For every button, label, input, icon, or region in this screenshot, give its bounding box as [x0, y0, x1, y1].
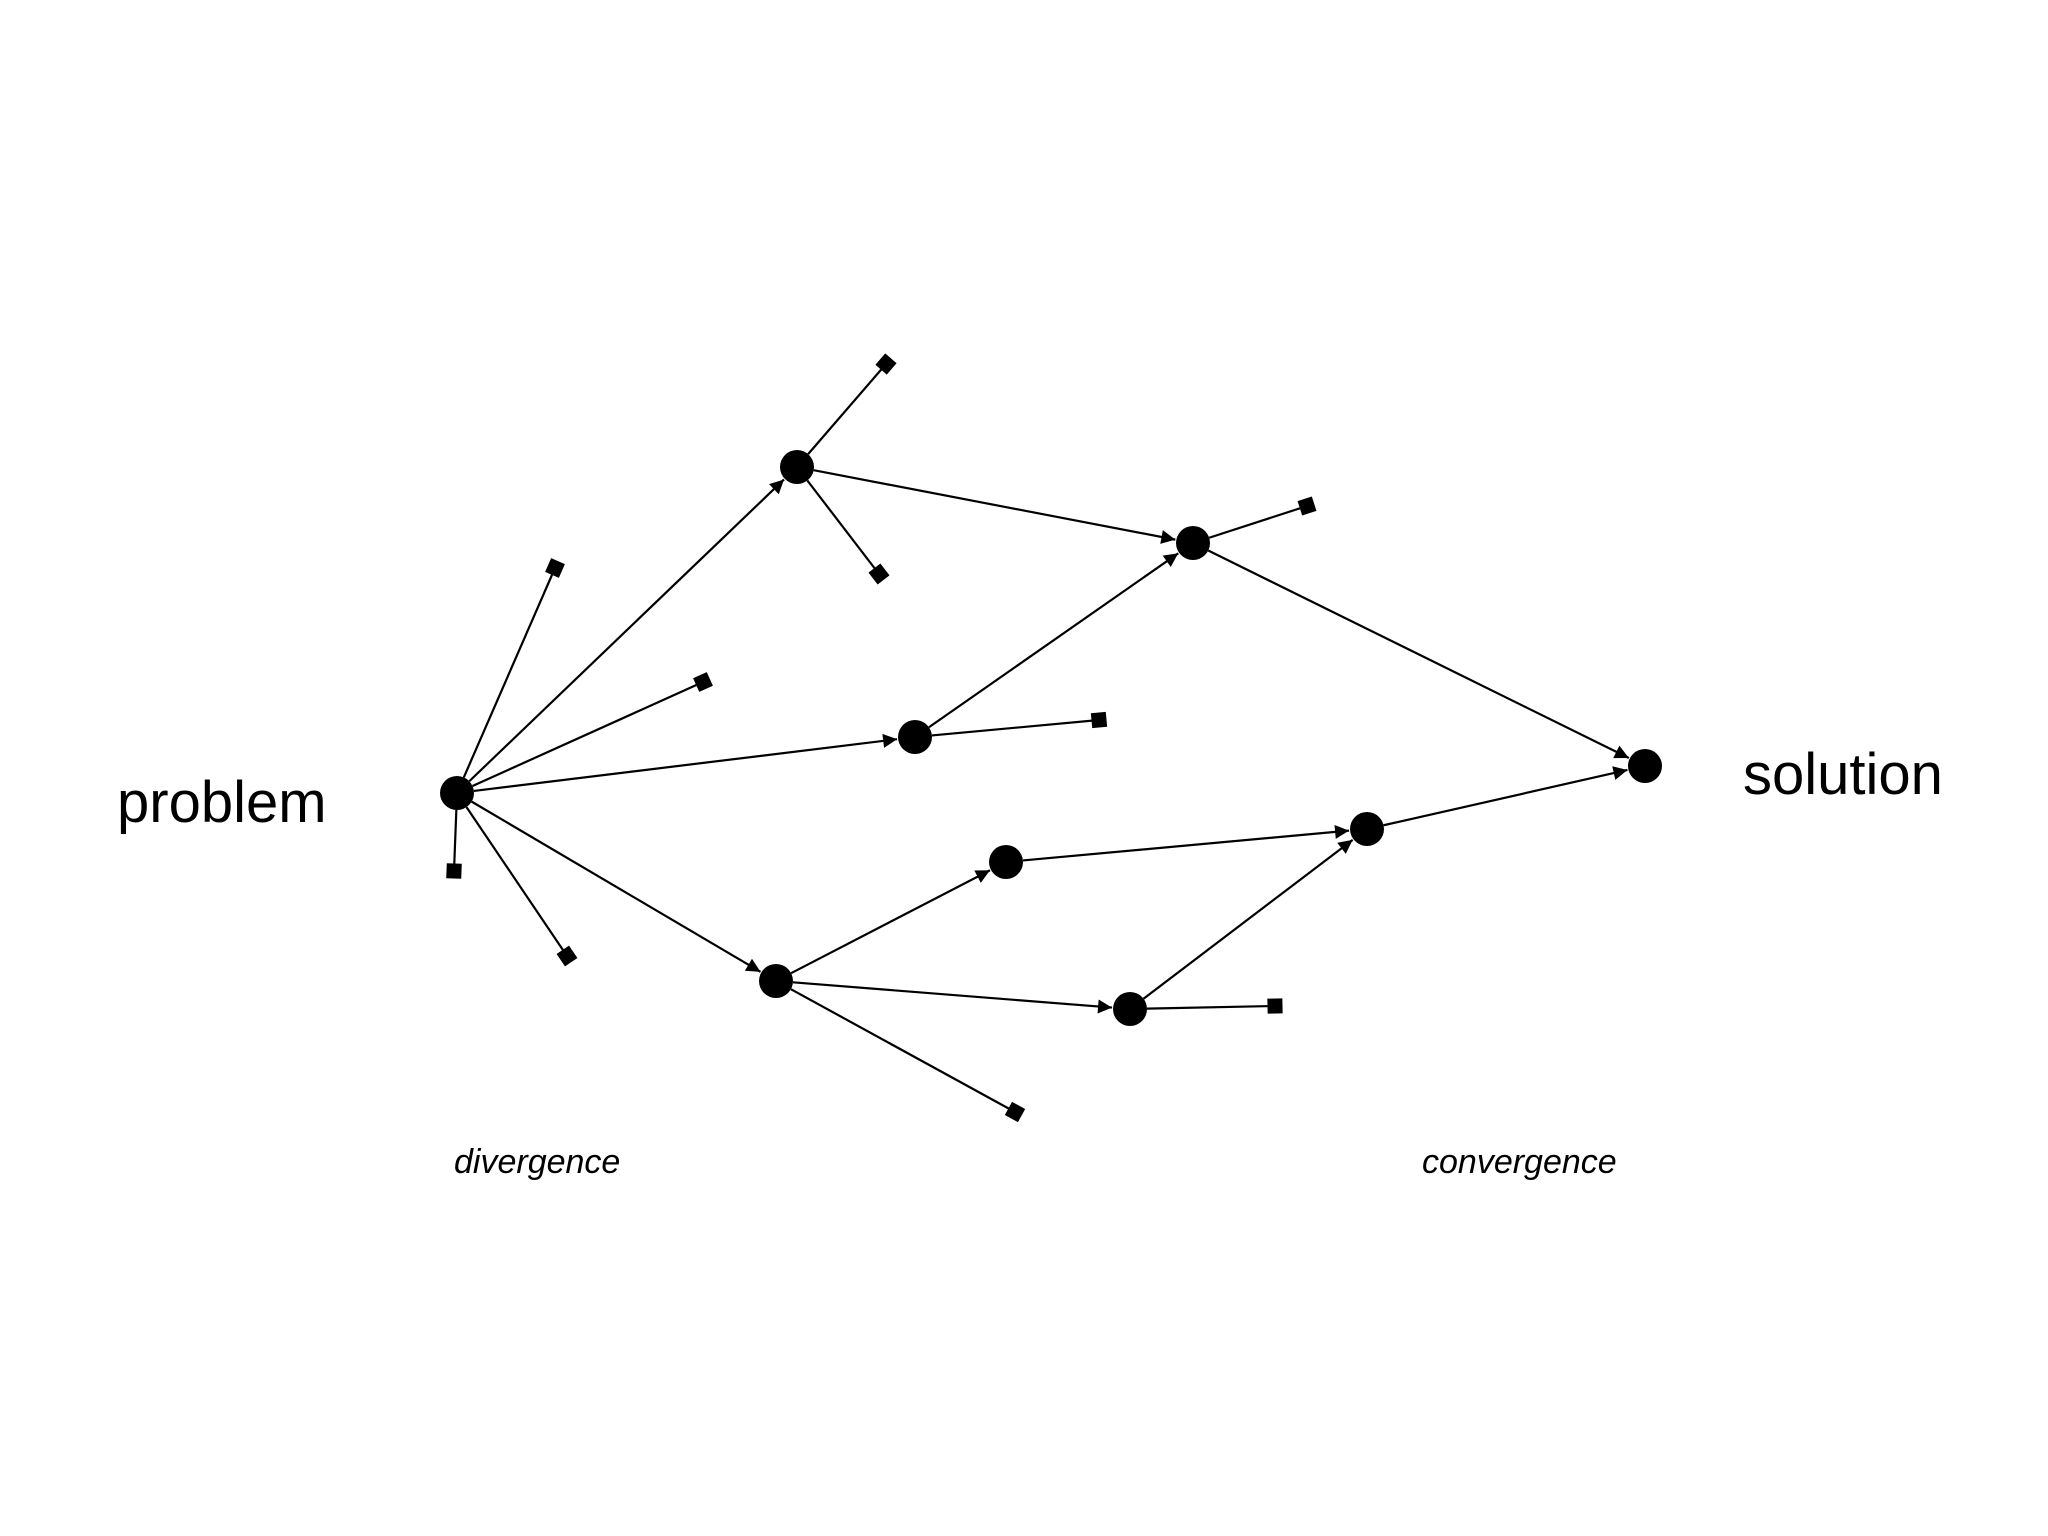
- convergence-label: convergence: [1422, 1143, 1617, 1181]
- dead-end-square-6: [868, 563, 890, 585]
- node-problem: [440, 776, 474, 810]
- edges-layer: [452, 363, 1630, 1113]
- problem-label: problem: [117, 770, 327, 835]
- dead-end-square-2: [693, 672, 713, 692]
- dead-end-branch-8: [931, 718, 1100, 737]
- node-n-lower-right: [1350, 812, 1384, 846]
- arrow-n-bottom-to-n-lower-bottom: [792, 981, 1113, 1014]
- arrow-n-mid-to-n-upper-right: [928, 552, 1179, 729]
- node-n-bottom: [759, 964, 793, 998]
- dead-end-branch-9: [790, 988, 1016, 1113]
- dead-end-branch-7: [1208, 504, 1308, 539]
- dead-end-square-4: [556, 945, 578, 967]
- dead-end-branch-5: [807, 363, 887, 455]
- dead-end-square-8: [1090, 711, 1108, 729]
- dead-end-square-9: [1004, 1101, 1026, 1123]
- arrow-n-upper-right-to-solution: [1207, 549, 1630, 760]
- dead-end-branch-10: [1146, 1004, 1276, 1010]
- node-n-top: [780, 450, 814, 484]
- arrow-n-lower-mid-to-n-lower-right: [1022, 824, 1350, 862]
- node-n-mid: [898, 720, 932, 754]
- arrow-problem-to-n-top: [468, 478, 785, 783]
- dead-end-square-3: [446, 863, 462, 879]
- node-n-lower-mid: [989, 845, 1023, 879]
- dead-end-branch-6: [806, 479, 880, 575]
- dead-end-branch-3: [452, 809, 458, 872]
- dead-end-square-7: [1297, 496, 1317, 516]
- node-n-upper-right: [1176, 526, 1210, 560]
- solution-label: solution: [1743, 742, 1943, 807]
- node-solution: [1628, 749, 1662, 783]
- dead-end-square-5: [875, 353, 897, 375]
- arrow-problem-to-n-bottom: [471, 800, 762, 973]
- divergence-label: divergence: [454, 1143, 621, 1181]
- arrow-n-top-to-n-upper-right: [813, 469, 1176, 544]
- arrow-problem-to-n-mid: [473, 733, 898, 793]
- arrow-n-lower-right-to-solution: [1383, 766, 1628, 827]
- nodes-layer: [440, 353, 1662, 1123]
- dead-end-branch-1: [462, 567, 557, 778]
- arrow-n-lower-bottom-to-n-lower-right: [1142, 839, 1354, 1000]
- dead-end-branch-2: [472, 680, 704, 788]
- dead-end-square-10: [1267, 998, 1283, 1014]
- node-n-lower-bottom: [1113, 992, 1147, 1026]
- dead-end-branch-4: [465, 806, 568, 957]
- dead-end-square-1: [545, 558, 565, 578]
- arrow-n-bottom-to-n-lower-mid: [790, 869, 991, 975]
